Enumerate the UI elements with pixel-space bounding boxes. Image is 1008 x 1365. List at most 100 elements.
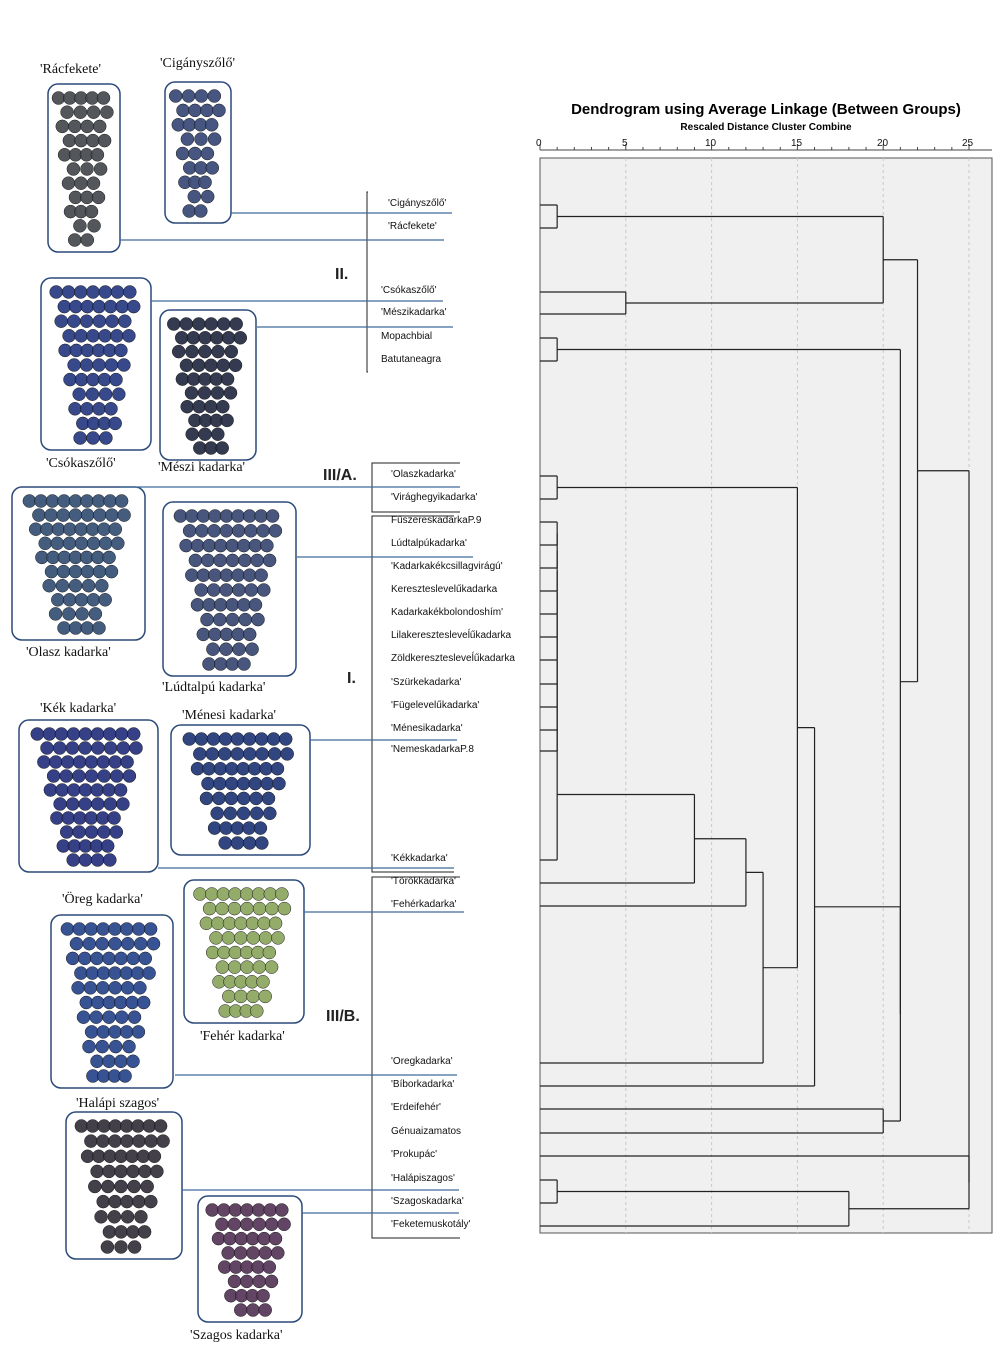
grape-berry	[247, 761, 262, 776]
grape-berry	[251, 887, 266, 901]
grape-berry	[133, 936, 148, 951]
grape-berry	[68, 190, 83, 205]
grape-berry	[62, 607, 76, 621]
grape-berry	[185, 427, 199, 441]
grape-berry	[277, 901, 292, 916]
grape-berry	[122, 769, 137, 783]
grape-berry	[246, 931, 260, 945]
grape-berry	[61, 285, 76, 299]
grape-berry	[108, 755, 122, 769]
grape-berry	[73, 811, 87, 825]
grape-berry	[248, 776, 263, 791]
grape-berry	[234, 1303, 248, 1317]
grape-berry	[96, 91, 111, 105]
grape-berry	[264, 960, 279, 974]
grape-berry	[213, 776, 227, 791]
grape-berry	[228, 358, 243, 373]
grape-berry	[249, 806, 264, 821]
grape-berry	[242, 836, 257, 850]
grape-berry	[138, 1164, 152, 1179]
grape-berry	[258, 1303, 272, 1317]
grape-berry	[127, 1179, 141, 1194]
grape-berry	[268, 1231, 283, 1246]
grape-berry	[244, 524, 258, 538]
grape-berry	[185, 509, 199, 523]
grape-berry	[127, 1010, 142, 1024]
grape-berry	[43, 783, 58, 797]
grape-berry	[95, 1039, 110, 1054]
grape-berry	[184, 386, 199, 400]
grape-berry	[129, 741, 143, 755]
grape-berry	[96, 755, 111, 769]
grape-berry	[270, 761, 285, 776]
grape-berry	[137, 1225, 152, 1239]
leaf-label: 'Mészikadarka'	[381, 307, 447, 318]
grape-berry	[114, 1164, 128, 1179]
grape-berry	[219, 509, 234, 523]
grape-berry	[91, 741, 105, 755]
grape-berry	[211, 916, 225, 931]
leaf-label: 'Cigányszőlő'	[388, 198, 447, 209]
grape-berry	[97, 769, 111, 783]
grape-berry	[215, 441, 229, 455]
grape-berry	[194, 132, 208, 146]
grape-berry	[219, 583, 233, 597]
grape-berry	[190, 761, 205, 776]
grape-berry	[82, 936, 97, 951]
grape-berry	[74, 176, 88, 190]
grape-berry	[209, 931, 223, 945]
grape-berry	[67, 783, 81, 797]
grape-berry	[72, 922, 87, 936]
grape-berry	[97, 133, 112, 148]
grape-berry	[265, 509, 280, 523]
grape-berry	[92, 402, 106, 416]
grape-berry	[110, 285, 125, 299]
grape-berry	[96, 1194, 110, 1209]
grape-berry	[233, 1246, 248, 1260]
leaf-label: 'Rácfekete'	[388, 221, 437, 232]
grape-berry	[193, 887, 207, 901]
grape-berry	[131, 1025, 146, 1039]
grape-berry	[92, 119, 107, 134]
grape-berry	[126, 1164, 140, 1179]
grape-berry	[256, 1288, 270, 1303]
grape-berry	[60, 922, 75, 936]
grape-berry	[250, 553, 264, 568]
grape-berry	[60, 105, 74, 119]
grape-berry	[102, 1010, 116, 1024]
group-label-iii-b: III/B.	[326, 1008, 360, 1025]
grape-berry	[95, 811, 110, 825]
grape-berry	[132, 1134, 146, 1148]
grape-berry	[260, 776, 274, 791]
grape-berry	[85, 522, 100, 536]
grape-berry	[252, 960, 267, 974]
grape-berry	[242, 509, 257, 523]
photo-label-szagos: 'Szagos kadarka'	[190, 1328, 283, 1343]
grape-berry	[88, 607, 103, 621]
grape-berry	[101, 1179, 115, 1194]
grape-berry	[69, 299, 83, 314]
grape-berry	[216, 399, 230, 414]
grape-berry	[275, 1203, 289, 1217]
grape-berry	[44, 508, 58, 522]
grape-berry	[126, 951, 140, 966]
grape-berry	[256, 524, 270, 538]
grape-berry	[260, 538, 274, 553]
grape-berry	[84, 922, 98, 936]
grape-berry	[79, 358, 94, 372]
grape-berry	[204, 317, 218, 331]
grape-berry	[102, 995, 117, 1010]
grape-berry	[86, 176, 101, 190]
plot-area	[539, 157, 993, 1234]
grape-berry	[98, 285, 113, 299]
grape-berry	[102, 1054, 116, 1069]
grape-berry	[84, 1134, 98, 1148]
grape-berry	[132, 1194, 146, 1209]
leaf-label: 'Feketemuskotály'	[391, 1219, 471, 1230]
grape-berry	[198, 175, 212, 190]
grape-berry	[91, 995, 105, 1010]
grape-berry	[179, 358, 194, 373]
grape-berry	[199, 916, 214, 931]
grape-berry	[245, 642, 259, 656]
